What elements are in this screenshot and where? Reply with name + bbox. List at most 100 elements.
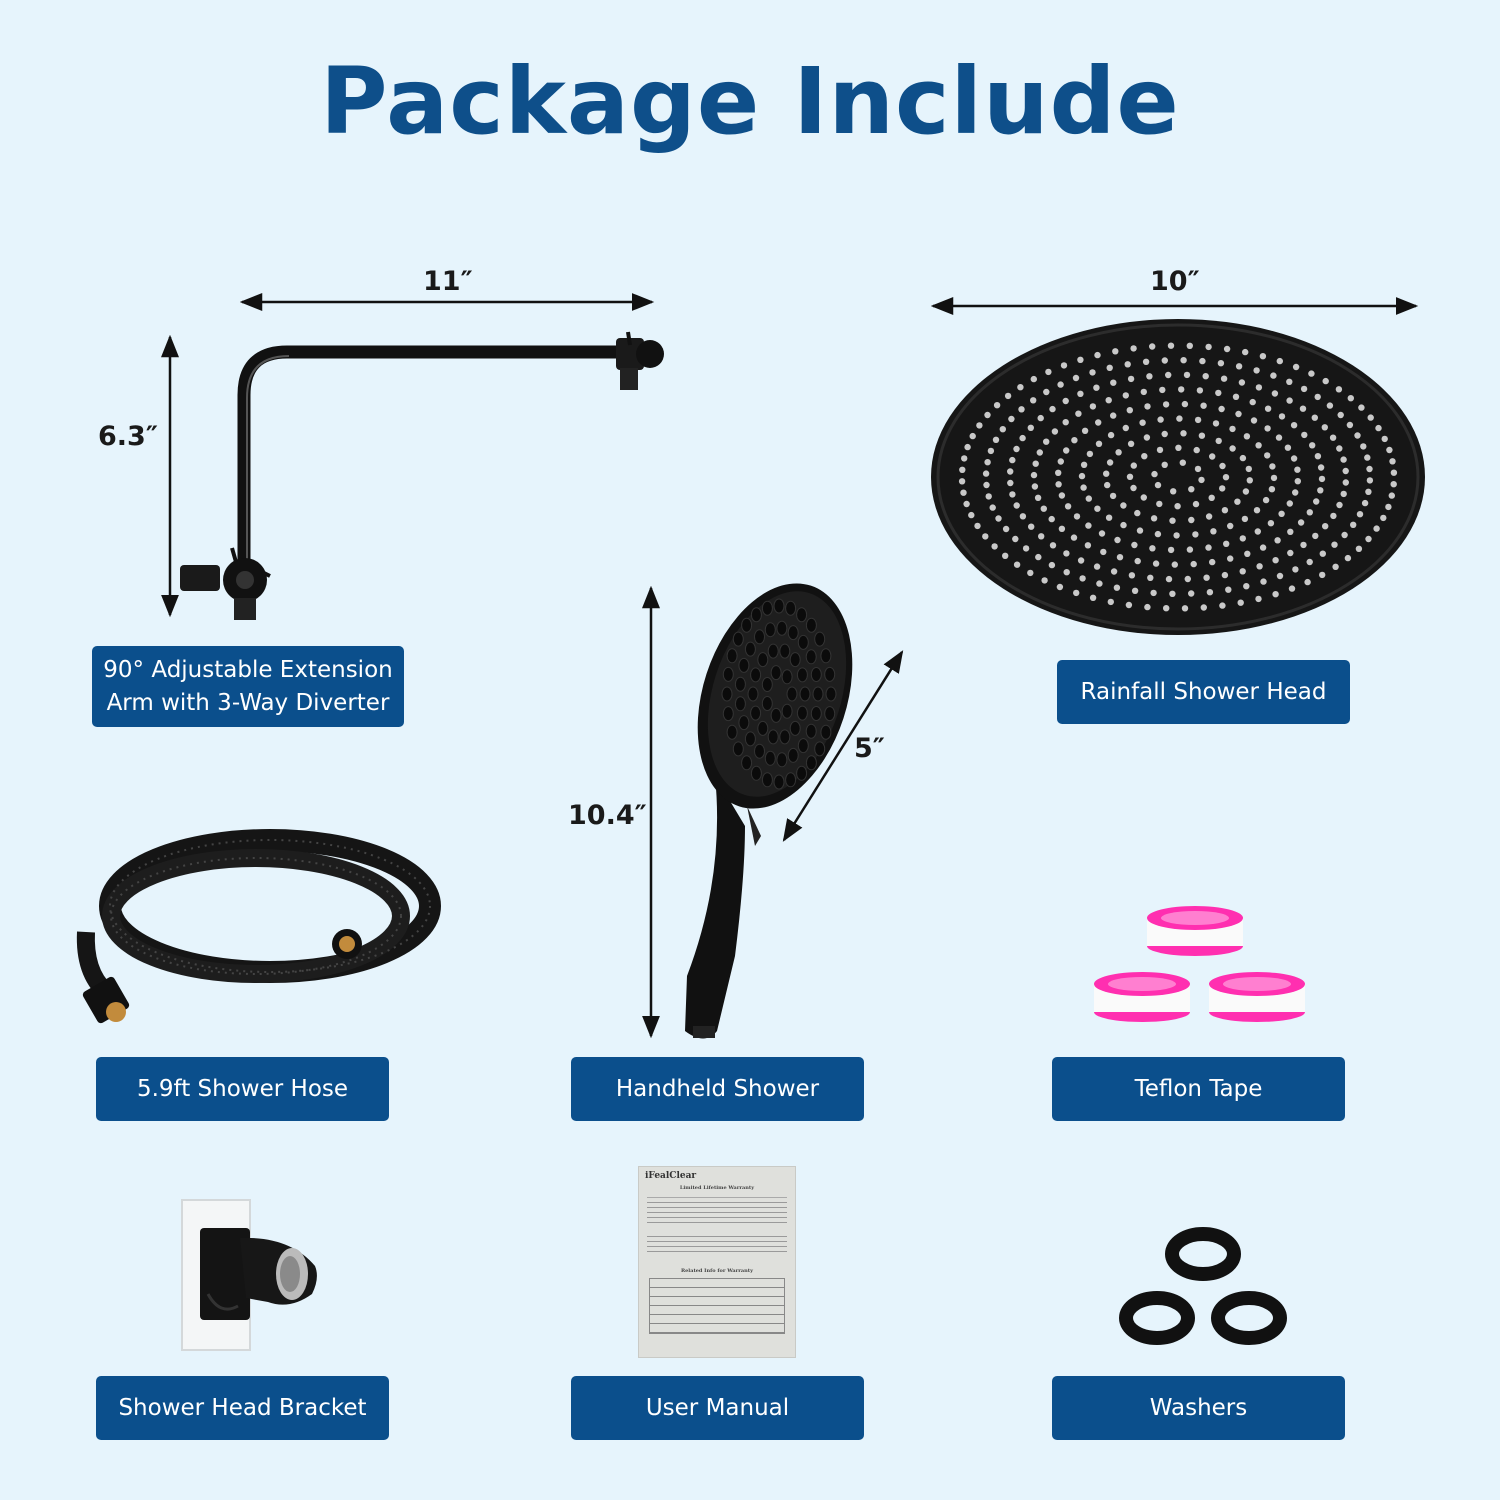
nozzle — [1085, 495, 1092, 502]
nozzle — [1112, 348, 1119, 355]
nozzle — [1019, 434, 1026, 442]
nozzle — [1081, 427, 1089, 434]
nozzle — [1089, 594, 1097, 601]
nozzle — [964, 443, 971, 451]
nozzle — [1009, 456, 1016, 464]
nozzle — [1027, 569, 1034, 577]
handheld-nozzle — [732, 741, 744, 757]
nozzle — [1386, 446, 1393, 454]
nozzle — [1205, 513, 1213, 520]
nozzle — [958, 478, 966, 485]
nozzle — [1048, 515, 1055, 523]
nozzle — [1130, 345, 1137, 352]
nozzle — [1035, 553, 1042, 561]
nozzle — [1235, 363, 1243, 370]
handheld-nozzle — [812, 686, 824, 702]
handheld-nozzle — [796, 765, 808, 781]
nozzle — [1034, 494, 1042, 501]
nozzle — [1110, 412, 1117, 419]
handheld-nozzle — [805, 617, 817, 633]
manual-text-block-2 — [647, 1232, 787, 1254]
handheld-nozzle — [781, 669, 793, 685]
nozzle — [1219, 602, 1226, 609]
nozzle — [1057, 458, 1064, 465]
nozzle — [1144, 403, 1151, 410]
nozzle — [1120, 521, 1127, 529]
nozzle — [1036, 449, 1043, 456]
nozzle — [1188, 486, 1195, 493]
handheld-nozzle — [722, 666, 734, 682]
nozzle — [1286, 397, 1293, 404]
nozzle — [992, 436, 1000, 443]
nozzle — [1149, 343, 1156, 350]
nozzle — [1057, 381, 1064, 388]
washers-label: Washers — [1052, 1376, 1345, 1440]
nozzle — [1229, 445, 1236, 452]
nozzle — [1215, 389, 1222, 397]
nozzle — [1290, 422, 1298, 429]
nozzle — [1049, 542, 1057, 549]
nozzle — [1179, 459, 1186, 466]
nozzle — [974, 522, 981, 530]
handheld-nozzle — [805, 723, 817, 739]
hose-icon — [76, 829, 441, 1024]
nozzle — [1267, 520, 1275, 527]
nozzle — [1126, 473, 1134, 480]
nozzle — [1292, 363, 1300, 371]
nozzle — [984, 411, 991, 419]
handheld-nozzle — [789, 720, 801, 736]
nozzle — [1301, 431, 1308, 439]
nozzle — [1114, 536, 1121, 544]
nozzle — [1308, 370, 1315, 377]
handheld-nozzle — [761, 677, 773, 692]
nozzle — [1030, 375, 1037, 383]
nozzle — [1105, 397, 1112, 404]
nozzle — [1294, 466, 1301, 473]
nozzle — [1116, 554, 1124, 561]
nozzle — [969, 432, 976, 440]
nozzle — [1078, 472, 1086, 480]
teflon-tape-label: Teflon Tape — [1052, 1057, 1345, 1121]
nozzle — [1336, 501, 1343, 509]
nozzle — [1340, 456, 1347, 463]
handheld-nozzle — [741, 755, 753, 771]
nozzle — [1139, 419, 1146, 426]
handheld-nozzle — [776, 752, 788, 768]
nozzle — [1146, 373, 1153, 380]
nozzle — [1027, 424, 1034, 431]
nozzle — [1002, 525, 1010, 533]
nozzle — [1388, 492, 1395, 499]
nozzle — [1354, 432, 1361, 439]
handheld-nozzle — [726, 724, 738, 740]
nozzle — [1237, 599, 1244, 606]
nozzle — [1007, 479, 1014, 487]
handheld-nozzle — [761, 772, 773, 788]
nozzle — [1319, 571, 1326, 579]
nozzle — [1134, 509, 1141, 517]
nozzle — [1232, 393, 1240, 400]
nozzle — [1264, 425, 1271, 432]
nozzle — [1002, 552, 1009, 559]
manual-heading: Limited Lifetime Warranty — [679, 1185, 755, 1191]
nozzle — [1128, 572, 1136, 579]
nozzle — [1208, 494, 1215, 501]
handheld-nozzle — [757, 720, 769, 736]
nozzle — [1017, 384, 1024, 391]
nozzle — [1255, 442, 1262, 449]
handheld-nozzle — [824, 666, 836, 682]
nozzle — [1294, 478, 1301, 485]
nozzle — [1060, 362, 1068, 369]
nozzle — [1127, 440, 1135, 447]
nozzle — [1165, 575, 1173, 583]
nozzle — [1223, 540, 1230, 547]
nozzle — [1141, 453, 1148, 460]
nozzle — [1110, 568, 1118, 575]
nozzle — [1366, 477, 1374, 484]
nozzle — [1058, 525, 1066, 532]
handheld-nozzle — [770, 707, 782, 723]
nozzle — [1043, 388, 1050, 396]
nozzle — [1063, 447, 1070, 454]
nozzle — [1176, 415, 1183, 422]
nozzle — [1253, 507, 1261, 514]
nozzle — [1103, 470, 1110, 477]
